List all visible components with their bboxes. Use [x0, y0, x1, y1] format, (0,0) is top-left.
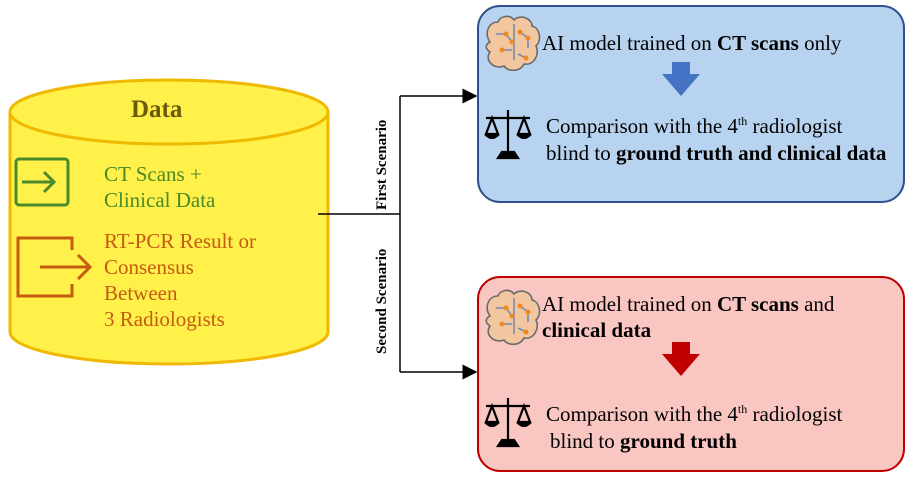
input-icon [14, 157, 70, 207]
data-cylinder [8, 78, 330, 366]
scenario1-box [477, 5, 905, 203]
scales-icon [484, 398, 532, 448]
down-arrow-icon [662, 342, 700, 376]
brain-icon [485, 289, 541, 346]
branch-connectors [318, 88, 478, 380]
scales-icon [484, 110, 532, 160]
down-arrow-icon [662, 62, 700, 96]
output-icon [16, 236, 93, 298]
brain-icon [485, 15, 541, 72]
scenario2-box [477, 276, 905, 472]
